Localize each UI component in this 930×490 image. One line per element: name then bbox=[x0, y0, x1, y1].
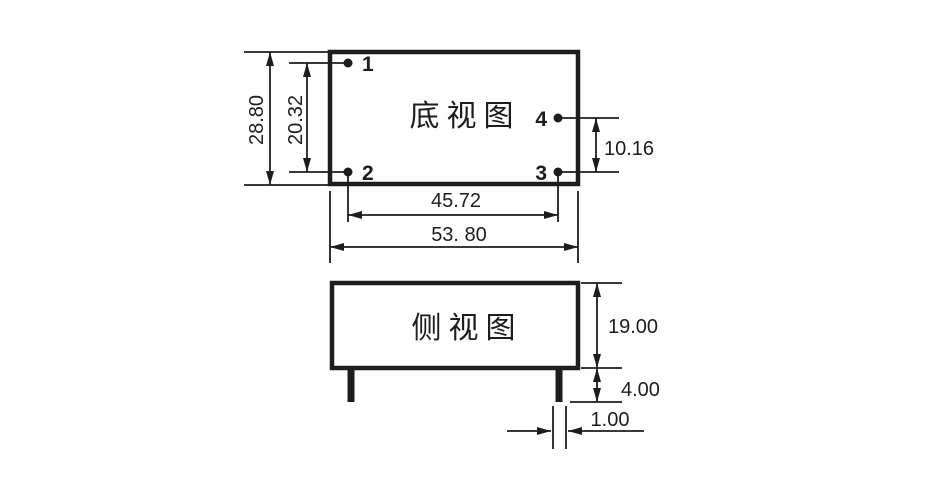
side-view-body bbox=[329, 280, 581, 371]
dim-value-total-width: 53. 80 bbox=[431, 224, 487, 246]
dimension-body-height: 19.00 bbox=[581, 282, 658, 369]
dim-value-total-height: 28.80 bbox=[246, 95, 268, 145]
dim-value-pin-span-horizontal: 45.72 bbox=[431, 190, 481, 212]
pin-2-label: 2 bbox=[362, 162, 374, 185]
pin-3-label: 3 bbox=[535, 162, 547, 185]
side-view: 侧视图 19.00 4.00 bbox=[329, 280, 660, 449]
dim-value-pin-length: 4.00 bbox=[621, 379, 660, 401]
dimension-total-height: 28.80 bbox=[244, 51, 332, 186]
bottom-view-body bbox=[327, 49, 581, 187]
bottom-view-title: 底视图 bbox=[410, 100, 521, 133]
dim-value-pin-width: 1.00 bbox=[591, 409, 630, 431]
pin-4-label: 4 bbox=[535, 108, 547, 131]
dimension-pin-length: 4.00 bbox=[570, 368, 660, 403]
pin-1-label: 1 bbox=[362, 53, 374, 76]
dimension-pin-pitch-right: 10.16 bbox=[558, 117, 654, 173]
dimension-pin-span-horizontal: 45.72 bbox=[347, 176, 559, 222]
side-view-title: 侧视图 bbox=[412, 312, 523, 345]
dim-value-pin-pitch-right: 10.16 bbox=[604, 138, 654, 160]
bottom-view: 底视图 1 2 3 4 28.80 20.32 bbox=[244, 49, 654, 263]
dimension-pin-pitch-vertical: 20.32 bbox=[285, 62, 348, 173]
dim-value-body-height: 19.00 bbox=[608, 316, 658, 338]
dimension-pin-width: 1.00 bbox=[507, 406, 644, 449]
dimension-total-width: 53. 80 bbox=[329, 191, 579, 263]
dim-value-pin-pitch-vertical: 20.32 bbox=[285, 95, 307, 145]
